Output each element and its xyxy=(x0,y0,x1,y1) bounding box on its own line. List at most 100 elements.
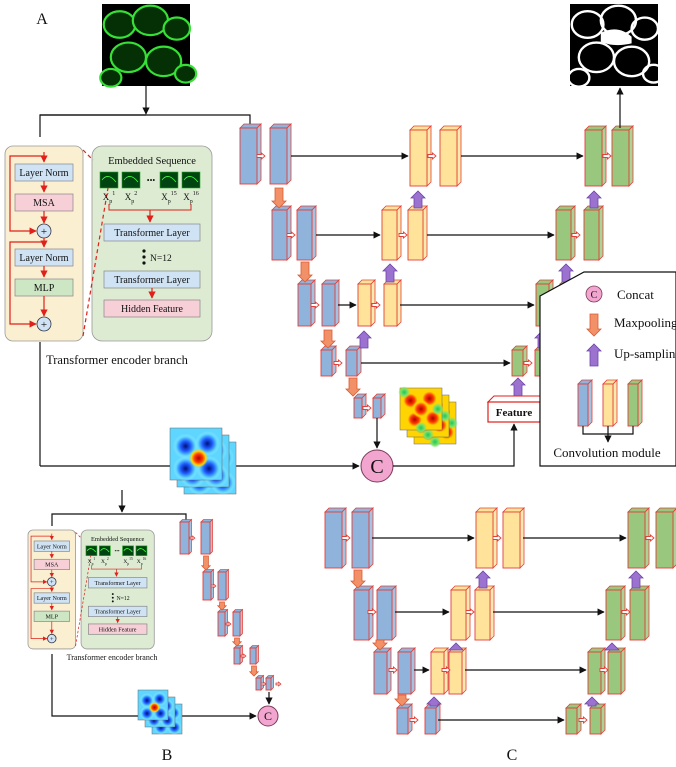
patch-texture xyxy=(183,176,199,183)
cell-membrane xyxy=(109,41,148,74)
zoom-dash-bottom xyxy=(82,175,111,337)
block-side-face xyxy=(612,379,618,427)
patch-thumbnail xyxy=(99,171,119,189)
encoder-conv-block-b xyxy=(249,644,260,665)
input-to-encoder-line xyxy=(39,114,251,137)
block-front-face xyxy=(179,521,190,555)
residual-add-node xyxy=(47,577,57,587)
conv-step-arrow xyxy=(398,231,408,239)
zoom-dash-top xyxy=(82,149,94,161)
encoder-conv-block-b xyxy=(179,518,193,555)
block-front-face xyxy=(565,707,578,735)
conv-step-arrow xyxy=(602,152,612,160)
repeat-dot xyxy=(111,600,114,603)
upsample-arrow-c xyxy=(475,570,491,589)
encoder-conv-block-c xyxy=(376,585,397,641)
residual-skip-2 xyxy=(30,588,52,641)
block-top-face xyxy=(655,507,676,513)
layer-norm-2-label: Layer Norm xyxy=(37,596,67,602)
legend-concat-symbol: C xyxy=(591,290,598,301)
conv-step-arrow xyxy=(333,359,343,367)
encoder-conv-block-c xyxy=(424,703,441,735)
encoder-conv-block-c xyxy=(373,647,392,695)
conv-step-arrow xyxy=(225,621,232,627)
legend-maxpooling-label: Maxpooling xyxy=(614,315,676,330)
conv-step-arrow xyxy=(275,681,282,687)
mlp-label: MLP xyxy=(34,283,55,294)
block-side-face xyxy=(310,279,316,327)
block-front-face xyxy=(627,383,639,427)
patch-thumbnail xyxy=(159,171,179,189)
hidden-feature-label: Hidden Feature xyxy=(99,627,137,633)
block-front-face xyxy=(297,283,312,327)
patch-thumbnail xyxy=(85,545,98,556)
legend-decoder-block xyxy=(627,379,643,427)
block-side-face xyxy=(256,123,262,185)
decoder-conv-block-c xyxy=(655,507,676,569)
decoder-conv-block-c xyxy=(587,647,606,695)
mask-boundary xyxy=(641,63,666,84)
hidden-feature-heatmap-b xyxy=(137,689,183,735)
block-side-face xyxy=(644,585,650,641)
panel-label-c: C xyxy=(507,747,518,764)
block-front-face xyxy=(232,611,241,637)
heat-red-spot xyxy=(411,399,431,419)
transformer-layer-first-label: Transformer Layer xyxy=(114,228,190,239)
encoder-conv-block-c xyxy=(351,507,374,569)
conv-step-arrow xyxy=(523,359,533,367)
block-front-face xyxy=(239,127,258,185)
encoder-conv-block-b xyxy=(232,608,244,637)
conv-step-arrow xyxy=(441,666,451,674)
maxpool-arrow-c xyxy=(372,639,388,651)
patch-label: Xp1 xyxy=(88,557,96,566)
conv-step-arrow xyxy=(310,301,320,309)
layer-norm-1-label: Layer Norm xyxy=(37,544,67,550)
block-side-face xyxy=(334,279,340,327)
patch-texture xyxy=(86,548,97,553)
residual-add-node xyxy=(47,633,57,644)
block-side-face xyxy=(435,703,441,735)
block-front-face xyxy=(345,349,358,377)
maxpool-arrow xyxy=(297,261,313,283)
conv-step-arrow xyxy=(260,681,267,687)
hidden-feature-box xyxy=(103,299,201,318)
encoder-conv-block-a xyxy=(296,205,317,261)
block-side-face xyxy=(422,205,428,261)
conv-step-arrow xyxy=(210,583,217,589)
upsample-arrow xyxy=(382,263,398,283)
conv-step-arrow xyxy=(571,231,581,239)
patch-label: Xp15 xyxy=(123,557,133,566)
block-front-face xyxy=(450,589,467,641)
block-side-face xyxy=(587,379,593,427)
conv-step-arrow xyxy=(645,534,655,542)
mask-boundary xyxy=(612,45,651,78)
heat-green-spot xyxy=(415,422,427,434)
upsample-arrow-c xyxy=(604,642,620,651)
maxpool-arrow xyxy=(271,187,287,209)
block-front-face xyxy=(217,611,226,637)
conv-step-arrow xyxy=(371,301,381,309)
patch-texture xyxy=(101,176,117,183)
repeat-dot xyxy=(111,593,114,596)
encoder-conv-block-b xyxy=(265,674,275,691)
block-front-face xyxy=(321,283,336,327)
conv-step-arrow xyxy=(256,152,266,160)
feature-box-top xyxy=(486,395,548,403)
concat-circle xyxy=(257,705,279,727)
transformer-layer-last-label: Transformer Layer xyxy=(114,275,190,286)
legend-upsampling-label: Up-sampling xyxy=(614,346,676,361)
conv-step-arrow xyxy=(388,666,398,674)
embedding-panel xyxy=(80,529,155,650)
block-side-face xyxy=(461,647,467,695)
block-front-face xyxy=(233,647,241,665)
block-front-face xyxy=(474,589,491,641)
block-front-face xyxy=(353,397,363,419)
block-side-face xyxy=(600,703,606,735)
block-front-face xyxy=(217,571,227,601)
legend-encoder-block xyxy=(577,379,593,427)
cell-membrane xyxy=(162,16,192,41)
block-front-face xyxy=(202,571,212,601)
